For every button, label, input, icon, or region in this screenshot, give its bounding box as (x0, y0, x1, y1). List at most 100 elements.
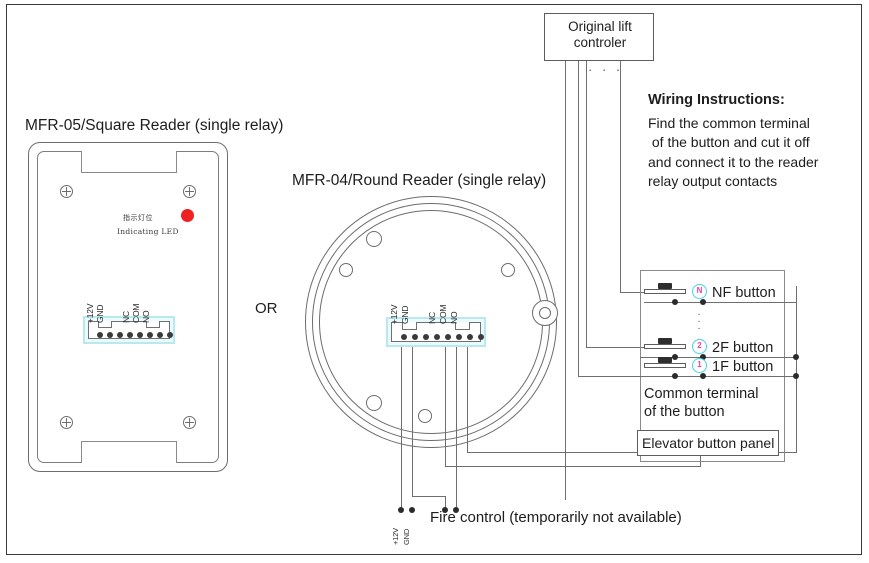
square-pin-label-gnd: GND (95, 304, 105, 323)
wiring-instructions-body: Find the common terminal of the button a… (648, 115, 819, 189)
wire-no-right (467, 452, 797, 454)
round-pin-label-no: NO (449, 311, 459, 324)
1f-terminal-bus (793, 373, 799, 379)
pin (157, 332, 163, 338)
round-reader-tab-hole-right (539, 307, 551, 319)
diagram-border (6, 4, 862, 555)
square-reader-connector (83, 316, 175, 344)
terminal-gnd (409, 507, 415, 513)
2f-switch-cap (658, 338, 672, 344)
nf-button-label: NF button (712, 285, 776, 301)
screw-top-right (183, 185, 196, 198)
pin (97, 332, 103, 338)
2f-switch-bar (644, 344, 686, 349)
nf-floor-badge: N (692, 284, 707, 299)
wire-ctrl-lead-1 (565, 61, 567, 500)
round-pin-label-gnd: GND (400, 305, 410, 324)
square-reader-body: 指示灯位 Indicating LED +12V GND NC COM NO (28, 142, 228, 472)
terminal-12v (398, 507, 404, 513)
round-reader-hole-left (339, 263, 353, 277)
square-connector-tab-left (98, 321, 112, 328)
nf-switch-bar (644, 289, 686, 294)
1f-terminal-left (672, 373, 678, 379)
1f-terminal-right (700, 373, 706, 379)
pin (167, 332, 173, 338)
or-label: OR (255, 300, 278, 317)
round-pin-label-12v: +12V (389, 304, 399, 324)
wire-ctrl-lead-3-to-2f (586, 347, 675, 349)
round-reader-hole-bottom-left (366, 395, 382, 411)
round-reader-hole-top (366, 231, 382, 247)
bottom-terminal-label-gnd: GND (402, 528, 411, 545)
1f-button-label: 1F button (712, 359, 774, 375)
wire-nc-right (445, 466, 701, 468)
pin (127, 332, 133, 338)
wiring-instructions-heading: Wiring Instructions: (648, 92, 785, 108)
elevator-button-panel-outline (640, 270, 785, 462)
wire-ctrl-lead-2 (578, 61, 580, 377)
round-reader-hole-bottom-center (418, 409, 432, 423)
elevator-button-panel-box (637, 430, 779, 456)
round-pin-label-nc: NC (427, 312, 437, 324)
1f-switch-cap (658, 357, 672, 363)
pin (401, 334, 407, 340)
pin (412, 334, 418, 340)
round-connector-tab-right (455, 322, 470, 330)
wire-gnd-jog-down (445, 496, 447, 510)
terminal-fire-b (453, 507, 459, 513)
pin (147, 332, 153, 338)
pin (107, 332, 113, 338)
wire-com-down (456, 347, 458, 510)
pin (117, 332, 123, 338)
indicating-led-label-cjk: 指示灯位 (123, 214, 153, 222)
square-pin-label-no: NO (141, 310, 151, 323)
square-reader-title: MFR-05/Square Reader (single relay) (25, 117, 284, 134)
wire-no-down (467, 347, 469, 452)
nf-switch-cap (658, 283, 672, 289)
wire-gnd-jog (412, 496, 446, 498)
pin (445, 334, 451, 340)
pin (137, 332, 143, 338)
pin (434, 334, 440, 340)
2f-terminal-right (700, 354, 706, 360)
round-reader-connector (386, 317, 486, 347)
screw-top-left (60, 185, 73, 198)
original-lift-controller-label: Original lift controler (568, 19, 632, 50)
wire-ctrl-lead-3 (586, 61, 588, 348)
square-reader-bottom-notch (81, 441, 177, 463)
square-pin-label-com: COM (131, 303, 141, 323)
screw-bottom-left (60, 416, 73, 429)
round-pin-label-com: COM (438, 304, 448, 324)
square-pin-label-12v: +12V (85, 303, 95, 323)
screw-bottom-right (183, 416, 196, 429)
wire-ctrl-lead-2-to-1f (578, 376, 675, 378)
floor-ellipsis: · · · (697, 309, 701, 334)
square-pin-label-nc: NC (121, 311, 131, 323)
nf-terminal-right (700, 299, 706, 305)
2f-terminal-bus (793, 354, 799, 360)
1f-floor-badge: 1 (692, 358, 707, 373)
nf-terminal-left (672, 299, 678, 305)
wire-gnd-down (412, 347, 414, 497)
indicating-led-label: Indicating LED (117, 227, 179, 236)
wire-nc-down (445, 347, 447, 467)
pin (478, 334, 484, 340)
wire-12v-down (401, 347, 403, 510)
2f-floor-badge: 2 (692, 339, 707, 354)
fire-control-label: Fire control (temporarily not available) (430, 509, 682, 526)
2f-terminal-left (672, 354, 678, 360)
wire-no-up (796, 286, 798, 453)
original-lift-controller-box (544, 13, 654, 61)
pin (423, 334, 429, 340)
square-reader-top-notch (81, 151, 177, 173)
pin (456, 334, 462, 340)
common-terminal-note: Common terminal of the button (644, 386, 759, 420)
lift-controller-ellipsis: · · · (588, 62, 624, 77)
indicating-led (181, 209, 194, 222)
nf-button-line (644, 302, 796, 304)
pin (467, 334, 473, 340)
terminal-fire-a (442, 507, 448, 513)
2f-button-line (640, 357, 796, 359)
1f-switch-bar (644, 363, 686, 368)
